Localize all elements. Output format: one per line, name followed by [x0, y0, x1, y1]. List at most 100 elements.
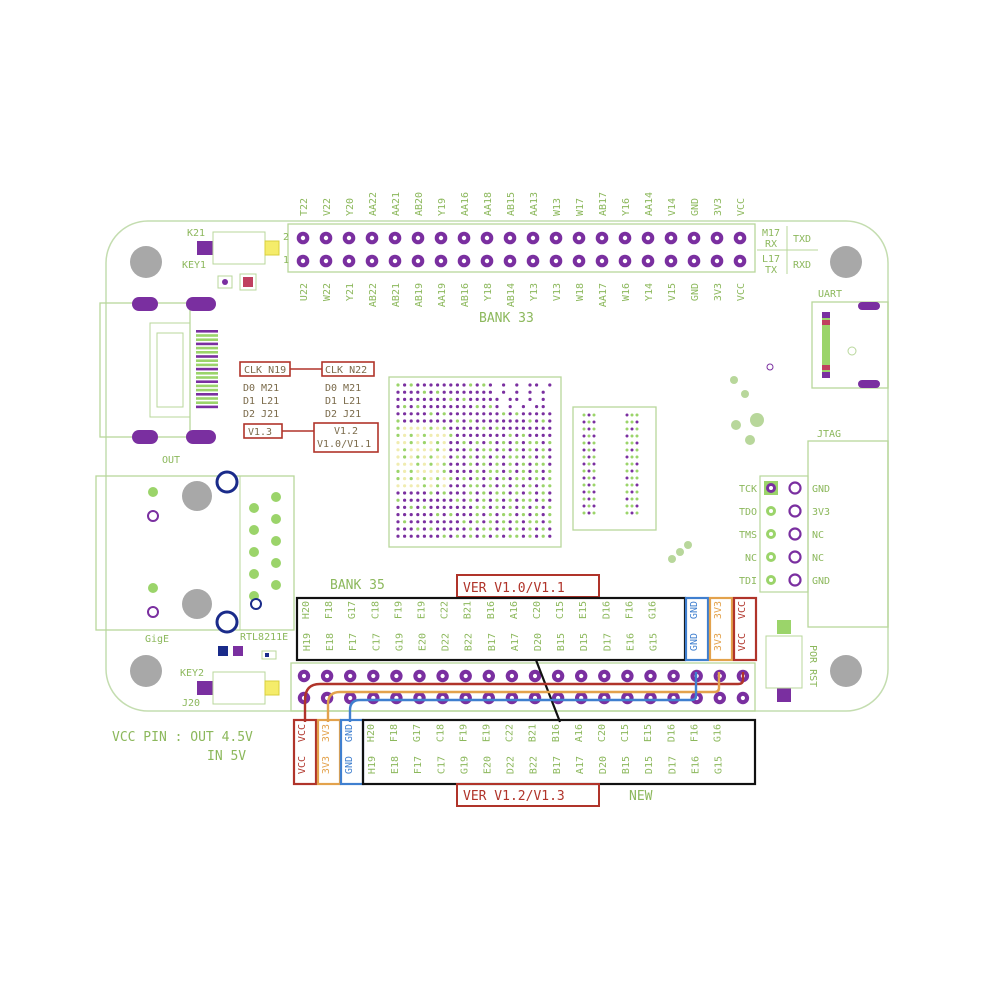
label-rxd: RXD [793, 260, 811, 271]
bank35-new-bottom-label: E18 [390, 756, 401, 774]
right-d2: D2 J21 [325, 409, 361, 420]
bank33-top-label: V14 [667, 198, 678, 216]
mount-hole-tl [130, 246, 162, 278]
bank35-new-bottom-label: F17 [413, 756, 424, 774]
gige-connector: GigE RTL8211E [95, 470, 295, 660]
bank35-new-bottom-label: E20 [483, 756, 494, 774]
jtag-left-label: TDI [739, 576, 757, 587]
bank35-new-top-label: B16 [551, 724, 562, 742]
bank33-top-label: 3V3 [713, 198, 724, 216]
old-power-top-label: VCC [737, 601, 748, 619]
label-key2: KEY2 [180, 668, 204, 679]
new-power-top-label: VCC [297, 724, 308, 742]
old-power-bottom-label: VCC [737, 633, 748, 651]
bank35-new-bottom-label: E16 [690, 756, 701, 774]
key1-pad [197, 241, 213, 255]
bank33-bottom-label: AB16 [460, 283, 471, 307]
key1-area: K21 KEY1 [182, 228, 280, 291]
bank33-top-label: AB17 [598, 192, 609, 216]
vcc-note-line2: IN 5V [207, 749, 246, 764]
label-k21: K21 [187, 228, 205, 239]
bank35-new-bottom-label: C17 [436, 756, 447, 774]
label-txd: TXD [793, 234, 811, 245]
new-tag: NEW [629, 789, 653, 804]
label-m17: M17 [762, 228, 780, 239]
bank35-new-top-label: C15 [620, 724, 631, 742]
bank33-top-label: AA13 [529, 192, 540, 216]
bank33-top-label: AA22 [368, 192, 379, 216]
label-gige: GigE [145, 634, 169, 645]
label-out: OUT [162, 455, 180, 466]
bank35-old-bottom-label: E20 [418, 633, 429, 651]
bank33-top-label: AA16 [460, 192, 471, 216]
bank35-old-bottom-label: E16 [625, 633, 636, 651]
bank33-bottom-label: U22 [299, 283, 310, 301]
bank35-new-top-label: G17 [412, 724, 423, 742]
bank35-new-top-label: D16 [666, 724, 677, 742]
bank33-top-label: GND [690, 198, 701, 216]
bank35-new-top-label: B21 [528, 724, 539, 742]
mount-hole-bl [130, 655, 162, 687]
bank33-bottom-label: VCC [736, 283, 747, 301]
jtag-pin [788, 573, 802, 587]
bank35-old-top-label: G16 [648, 601, 659, 619]
label-rx: RX [765, 239, 777, 250]
row-marker-2: 2 [283, 232, 289, 243]
bank33-title: BANK 33 [479, 311, 534, 326]
bank35-old-top-label: C18 [370, 601, 381, 619]
bank35-new-top-label: A16 [574, 724, 585, 742]
jtag-left-label: TDO [739, 507, 757, 518]
clock-notes: CLK N19 CLK N22 D0 M21 D1 L21 D2 J21 D0 … [239, 361, 379, 453]
bank35-new-bottom-label: B15 [621, 756, 632, 774]
bank33-top-label: Y16 [621, 198, 632, 216]
bank35-old-top-label: H20 [301, 601, 312, 619]
bank35-new-top-label: C20 [597, 724, 608, 742]
label-por-rst: POR RST [807, 645, 818, 687]
bank35-new-bottom-label: D22 [506, 756, 517, 774]
ver-new-label: VER V1.2/V1.3 [463, 789, 565, 804]
jtag-pin [788, 550, 802, 564]
bank35-new-top-label: E15 [643, 724, 654, 742]
label-j20: J20 [182, 698, 200, 709]
jtag-left-label: TMS [739, 530, 757, 541]
por-rst: POR RST [765, 620, 818, 702]
bank35-old-bottom-label: A17 [510, 633, 521, 651]
bank33-top-label: W13 [552, 198, 563, 216]
bank33-bottom-label: Y21 [345, 283, 356, 301]
bank35-old-bottom-label: B17 [487, 633, 498, 651]
vcc-note-line1: VCC PIN : OUT 4.5V [112, 730, 253, 745]
jtag-right-label: NC [812, 553, 824, 564]
jtag-left-label: NC [745, 553, 757, 564]
bank35-old-top-label: F18 [324, 601, 335, 619]
bank35-old-top-label: F16 [624, 601, 635, 619]
bank33-top-label: T22 [299, 198, 310, 216]
bank33-top-label: AB20 [414, 192, 425, 216]
bank33-bottom-label: Y18 [483, 283, 494, 301]
new-power-top-label: 3V3 [321, 724, 332, 742]
bank35-old-top-label: B21 [463, 601, 474, 619]
bank33-top-label: AA18 [483, 192, 494, 216]
left-d0: D0 M21 [243, 383, 279, 394]
bank35-title: BANK 35 [330, 578, 385, 593]
bank35-old-bottom-label: H19 [302, 633, 313, 651]
bank33-top-label: VCC [736, 198, 747, 216]
vias [668, 363, 774, 563]
bank33-top-label: V22 [322, 198, 333, 216]
bank33-bottom-label: AA17 [598, 283, 609, 307]
bank35-new-bottom-label: D15 [644, 756, 655, 774]
label-key1: KEY1 [182, 260, 206, 271]
bank35-new-bottom-label: A17 [575, 756, 586, 774]
label-jtag: JTAG [817, 429, 841, 440]
clk-left: CLK N19 [244, 365, 286, 376]
bank33-bottom-label: Y13 [529, 283, 540, 301]
bank35-old-bottom-label: G15 [649, 633, 660, 651]
bank35-new-top-label: E19 [482, 724, 493, 742]
new-power-bottom-label: GND [344, 756, 355, 774]
bank35-old-top-label: D16 [601, 601, 612, 619]
mount-hole-tr [830, 246, 862, 278]
jtag-right-label: 3V3 [812, 507, 830, 518]
bank33-top-label: AA14 [644, 192, 655, 216]
bank35-new-bottom-label: G19 [459, 756, 470, 774]
bank33-bottom-label: AB19 [414, 283, 425, 307]
